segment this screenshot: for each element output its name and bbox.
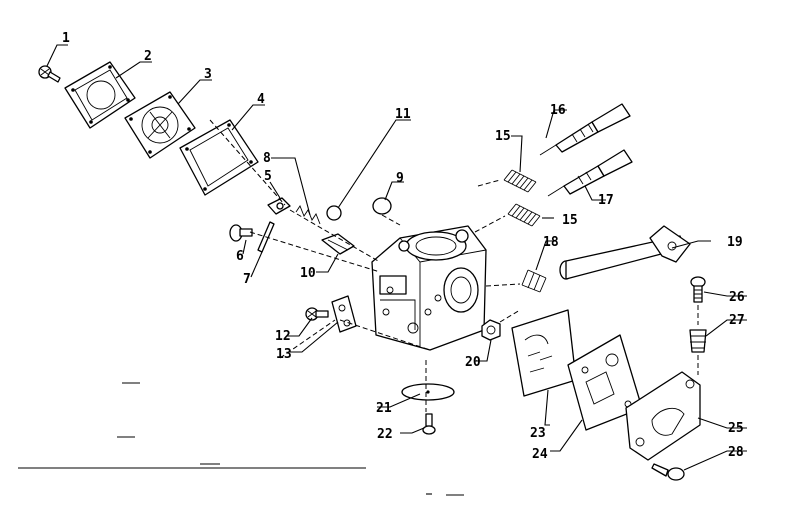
part-13-bracket — [331, 295, 357, 333]
callout-9: 9 — [396, 171, 404, 186]
part-15-spring-lower — [507, 203, 541, 227]
carburetor-body — [371, 225, 487, 351]
part-22-screw — [422, 413, 436, 435]
part-21-disc — [401, 383, 455, 401]
part-25-cover — [625, 371, 701, 461]
part-10-needle — [321, 233, 355, 255]
part-1-screw — [38, 65, 61, 83]
part-4-gasket — [179, 119, 259, 196]
part-17-needle — [547, 149, 633, 197]
assembly-lines — [209, 119, 699, 412]
callout-22: 22 — [377, 427, 393, 442]
callout-15-upper: 15 — [495, 129, 511, 144]
part-28-screw — [651, 463, 685, 481]
callout-5: 5 — [264, 169, 272, 184]
part-19-throttle-shaft — [559, 225, 691, 280]
callout-20: 20 — [465, 355, 481, 370]
callout-10: 10 — [300, 266, 316, 281]
part-16-needle — [539, 103, 631, 156]
callout-13: 13 — [276, 347, 292, 362]
callout-15-lower: 15 — [562, 213, 578, 228]
part-26-screw — [690, 276, 706, 303]
bottom-rule — [18, 382, 464, 496]
part-8-spring — [295, 205, 321, 225]
callout-6: 6 — [236, 249, 244, 264]
callout-27: 27 — [729, 313, 745, 328]
callout-7: 7 — [243, 272, 251, 287]
part-12-screw — [305, 307, 329, 321]
callout-28: 28 — [728, 445, 744, 460]
part-18-spring — [521, 269, 547, 293]
part-2-cover-plate — [64, 61, 136, 129]
callout-25: 25 — [728, 421, 744, 436]
callout-16: 16 — [550, 103, 566, 118]
callout-8: 8 — [263, 151, 271, 166]
part-6-screw — [229, 224, 253, 242]
callout-4: 4 — [257, 92, 265, 107]
part-3-diaphragm — [124, 91, 196, 159]
callout-1: 1 — [62, 31, 70, 46]
callout-11: 11 — [395, 107, 411, 122]
callout-26: 26 — [729, 290, 745, 305]
callout-3: 3 — [204, 67, 212, 82]
callout-24: 24 — [532, 447, 548, 462]
part-11-plug — [326, 205, 342, 221]
callout-21: 21 — [376, 401, 392, 416]
callout-23: 23 — [530, 426, 546, 441]
part-20-nut — [481, 319, 501, 341]
part-23-gasket — [511, 309, 577, 397]
part-5-lever — [267, 197, 291, 215]
callout-17: 17 — [598, 193, 614, 208]
leader-lines — [46, 44, 747, 471]
callout-2: 2 — [144, 49, 152, 64]
callout-12: 12 — [275, 329, 291, 344]
callout-19: 19 — [727, 235, 743, 250]
part-15-spring-upper — [503, 169, 537, 193]
part-27-spring — [689, 329, 707, 353]
part-9-plug — [372, 197, 392, 215]
callout-18: 18 — [543, 235, 559, 250]
callout-labels: 1 2 3 4 5 6 7 8 9 10 11 12 13 15 16 17 1… — [62, 31, 745, 462]
